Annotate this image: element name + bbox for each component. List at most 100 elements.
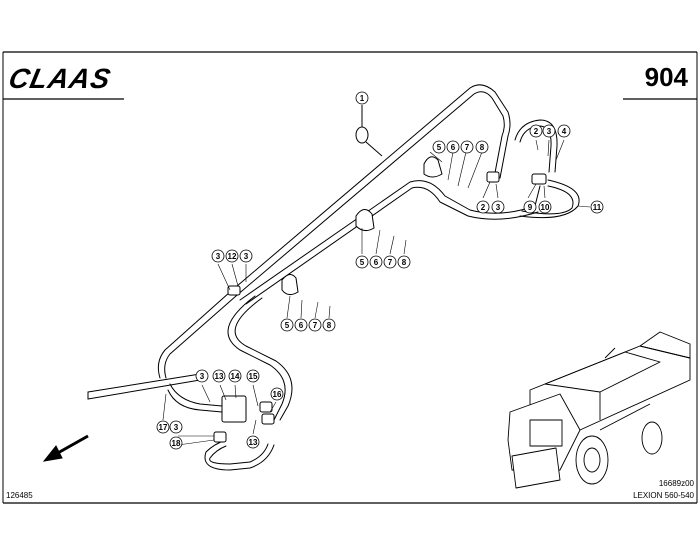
svg-text:7: 7 (388, 258, 393, 267)
callout-3-valve: 3 (195, 369, 209, 383)
callout-3-mid: 3 (491, 200, 505, 214)
hose-mid-b (234, 297, 293, 421)
hose-top-right (514, 119, 558, 173)
page-number: 904 (645, 62, 689, 92)
svg-text:3: 3 (496, 203, 501, 212)
svg-text:8: 8 (480, 143, 485, 152)
hose-top-right-b (519, 125, 552, 173)
svg-text:15: 15 (249, 372, 258, 381)
callout-2-mid: 2 (476, 200, 490, 214)
callout-2-top: 2 (529, 124, 543, 138)
svg-text:3: 3 (200, 372, 205, 381)
svg-text:5: 5 (437, 143, 442, 152)
hose-18-a (204, 439, 275, 471)
callout-3-left: 3 (211, 249, 225, 263)
svg-text:2: 2 (481, 203, 486, 212)
callout-17: 17 (156, 420, 170, 434)
svg-text:12: 12 (228, 252, 237, 261)
callout-7-mid: 7 (383, 255, 397, 269)
callout-5-mid: 5 (355, 255, 369, 269)
callout-1: 1 (355, 91, 369, 105)
callout-16: 16 (270, 387, 284, 401)
callout-13-top: 13 (212, 369, 226, 383)
tube-left-a (87, 373, 201, 393)
svg-text:16: 16 (273, 390, 282, 399)
clamp-low (281, 274, 299, 296)
hose-17-b (167, 389, 223, 413)
callout-3-low: 3 (169, 420, 183, 434)
hose-lower-b (164, 295, 237, 379)
hose-17-a (169, 383, 223, 407)
valve-block (221, 395, 247, 423)
fitting-d (213, 431, 227, 443)
callout-11: 11 (590, 200, 604, 214)
svg-text:17: 17 (159, 423, 168, 432)
combine-harvester-icon (507, 331, 691, 489)
svg-text:14: 14 (231, 372, 240, 381)
clamp-mid (355, 209, 375, 232)
svg-text:3: 3 (244, 252, 249, 261)
svg-text:9: 9 (528, 203, 533, 212)
fitting-c (227, 285, 241, 296)
callout-18: 18 (169, 436, 183, 450)
hose-18-b (209, 443, 269, 465)
callout-8-low: 8 (322, 318, 336, 332)
drawing-ref: 126485 (6, 491, 33, 500)
callout-9: 9 (523, 200, 537, 214)
callout-6-mid: 6 (369, 255, 383, 269)
fitting-b (531, 173, 547, 185)
callout-7-low: 7 (308, 318, 322, 332)
callout-13-low: 13 (246, 435, 260, 449)
fitting-f (261, 413, 275, 425)
callout-10: 10 (538, 200, 552, 214)
tube-left-b (87, 379, 201, 400)
svg-text:3: 3 (547, 127, 552, 136)
callout-3-left-b: 3 (239, 249, 253, 263)
svg-text:11: 11 (593, 203, 602, 212)
svg-text:7: 7 (465, 143, 470, 152)
svg-text:8: 8 (402, 258, 407, 267)
callout-6-top: 6 (446, 140, 460, 154)
callout-6-low: 6 (294, 318, 308, 332)
svg-text:3: 3 (174, 423, 179, 432)
callout-12: 12 (225, 249, 239, 263)
callout-5-top: 5 (432, 140, 446, 154)
hose-second-b (245, 186, 539, 305)
svg-text:4: 4 (562, 127, 567, 136)
fitting-a (486, 171, 500, 183)
clamp-top (423, 156, 443, 178)
fitting-e (259, 401, 273, 413)
callout-8-top: 8 (475, 140, 489, 154)
svg-text:7: 7 (313, 321, 318, 330)
callout-3-top: 3 (542, 124, 556, 138)
svg-text:13: 13 (249, 438, 258, 447)
model-label: LEXION 560-540 (633, 491, 694, 500)
svg-text:13: 13 (215, 372, 224, 381)
svg-text:5: 5 (360, 258, 365, 267)
svg-text:3: 3 (216, 252, 221, 261)
svg-text:2: 2 (534, 127, 539, 136)
hose-mid-a (227, 295, 286, 421)
figure-code: 16689z00 (659, 479, 695, 488)
svg-text:6: 6 (374, 258, 379, 267)
svg-text:5: 5 (285, 321, 290, 330)
callout-14: 14 (228, 369, 242, 383)
cable-tie-tail (365, 141, 383, 157)
hose-main-b (235, 91, 505, 297)
brand-logo: CLAAS (6, 62, 114, 94)
callout-5-low: 5 (280, 318, 294, 332)
callout-15: 15 (246, 369, 260, 383)
cable-tie-icon (355, 126, 369, 144)
callout-7-top: 7 (460, 140, 474, 154)
callout-8-mid: 8 (397, 255, 411, 269)
svg-text:18: 18 (172, 439, 181, 448)
callout-4: 4 (557, 124, 571, 138)
svg-text:10: 10 (541, 203, 550, 212)
hose-second-a (239, 180, 541, 301)
hose-loop-b (521, 185, 574, 215)
hose-lower-a (157, 291, 231, 379)
svg-text:8: 8 (327, 321, 332, 330)
svg-text:6: 6 (299, 321, 304, 330)
svg-text:1: 1 (360, 94, 365, 103)
